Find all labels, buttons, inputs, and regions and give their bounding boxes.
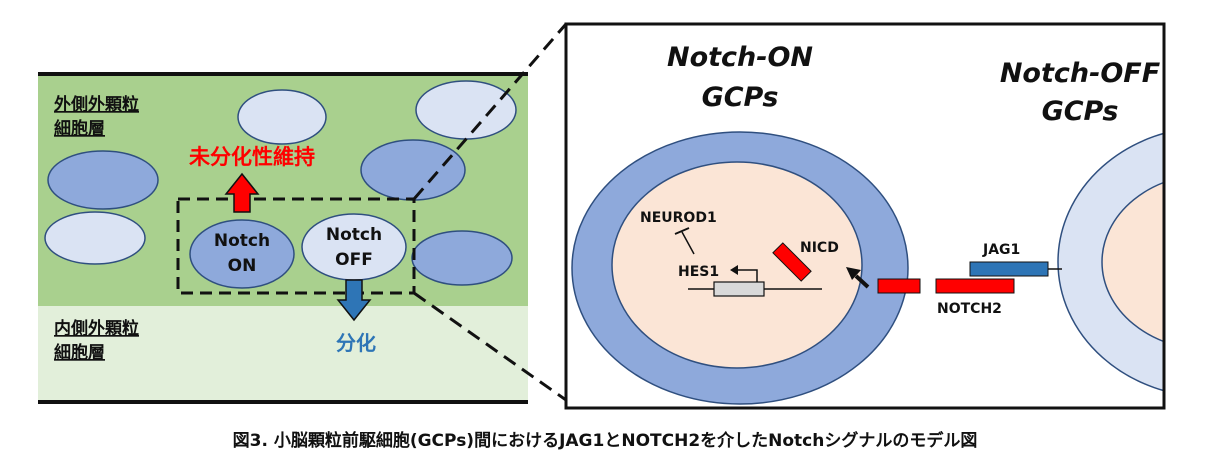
inner-layer-label-1: 内側外顆粒: [54, 318, 139, 339]
jag1-ligand: [969, 261, 1049, 277]
notch-on-title-1: Notch-ON: [667, 42, 813, 73]
nicd-bar: [772, 242, 812, 282]
nicd-arrowhead: [846, 267, 861, 280]
notch-on-title-2: GCPs: [702, 82, 779, 113]
notch-off-title-1: Notch-OFF: [1000, 58, 1161, 89]
notch-off-title-2: GCPs: [1042, 96, 1119, 127]
cell-dark: [411, 230, 513, 286]
nicd-arrow-shaft: [854, 274, 870, 289]
cell-light: [44, 211, 146, 265]
maintain-arrow: [224, 172, 260, 213]
zoom-connector-bottom: [413, 291, 567, 402]
cell-light: [415, 80, 517, 140]
inhibition-bar: [674, 227, 690, 235]
jag1-label: JAG1: [982, 242, 1020, 258]
cell-light: [237, 89, 327, 145]
notch-off-label-1: Notch: [326, 225, 382, 245]
notch-on-nucleus: [611, 161, 863, 369]
differentiate-label: 分化: [336, 331, 376, 355]
notch-off-nucleus: [1101, 181, 1164, 343]
promoter-arrow: [736, 269, 758, 282]
cell-dark: [47, 150, 159, 210]
nicd-label: NICD: [800, 240, 839, 256]
notch2-label: NOTCH2: [937, 301, 1002, 317]
zoom-panel-border: [564, 22, 1166, 410]
zoom-connector-top: [412, 23, 568, 200]
promoter-arrowhead: [730, 265, 738, 275]
cell-dark: [360, 139, 466, 201]
inhibition-line: [681, 231, 695, 255]
outer-layer-label-1: 外側外顆粒: [54, 94, 139, 115]
hes1-label: HES1: [678, 264, 719, 280]
zoom-selection-box: [176, 197, 416, 295]
inner-layer-label-2: 細胞層: [54, 342, 105, 363]
notch-on-cell: [189, 219, 295, 289]
hes1-gene: [713, 281, 765, 297]
differentiate-arrow: [336, 279, 372, 322]
neurod1-label: NEUROD1: [640, 210, 717, 226]
notch-on-label-2: ON: [228, 256, 257, 276]
notch2-receptor-outer: [877, 278, 921, 294]
notch2-receptor-inner: [935, 278, 1015, 294]
notch-off-cell: [301, 213, 407, 281]
outer-layer-label-2: 細胞層: [54, 118, 105, 139]
figure-caption: 図3. 小脳顆粒前駆細胞(GCPs)間におけるJAG1とNOTCH2を介したNo…: [233, 430, 978, 451]
notch-on-label-1: Notch: [214, 231, 270, 251]
notch-off-label-2: OFF: [335, 250, 373, 270]
inner-egl-layer: [38, 306, 528, 402]
maintain-label: 未分化性維持: [189, 145, 315, 169]
zoom-panel-content: NEUROD1 HES1 NICD JAG1 NOTCH2 Notch-ON G…: [566, 24, 1164, 408]
